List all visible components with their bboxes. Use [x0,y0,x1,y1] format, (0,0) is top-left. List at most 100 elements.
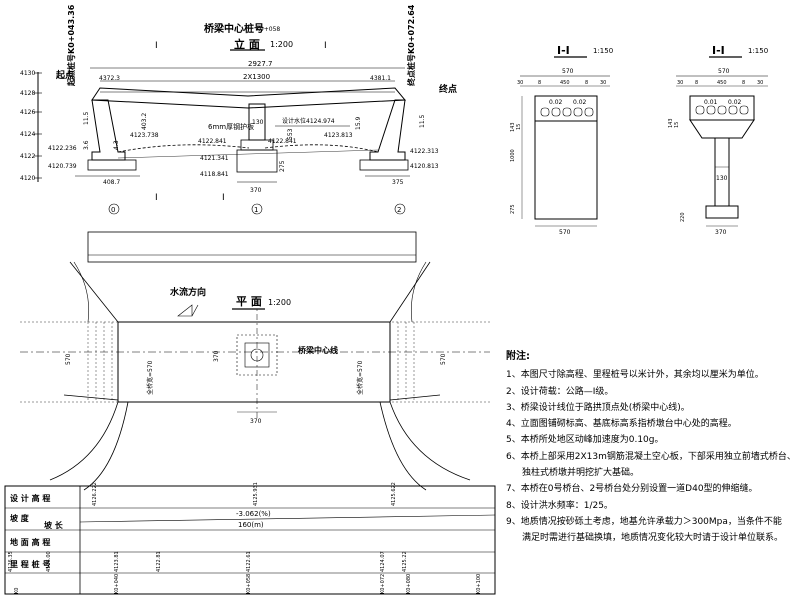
section-mark-top-left: I [155,41,158,51]
profile-row-grade-length: 坡 长 [44,520,64,530]
section-right-part-4: 30 [757,80,763,86]
section-left-part-4: 30 [600,80,606,86]
end-label: 终点 [438,83,457,95]
elevation-scale: 1:200 [270,40,293,49]
profile-station-5: K0+100 [476,574,482,594]
section-left-part-1: 8 [538,80,541,86]
plan-view: 平 面 1:200 水流方向 桥梁中心线 全桥宽=570 全桥宽=570 570… [20,231,490,491]
section-left-side-dim-1: 15 [516,124,522,130]
section-left-side-dim-0: 143 [510,122,516,132]
section-left-view: I-I 1:150 570 30 8 450 8 30 0.02 0.02 14… [510,44,613,236]
elev-level-4130: 4130 [20,70,35,77]
mid-elev-a: 4122.841 [198,138,227,145]
elev-level-4120: 4120 [20,175,35,182]
right-foot-elev-b: 4120.813 [410,163,439,170]
section-right-part-2: 450 [717,80,727,86]
section-right-col-width: 130 [716,175,728,182]
plan-top-road [87,231,417,263]
profile-grade-value: -3.062(%) [236,510,271,518]
profile-ground-1: 4126.00 [46,551,52,572]
pier-marker-1 [251,203,263,215]
notes-panel: 附注: 1、本图尺寸除高程、里程桩号以米计外，其余均以厘米为单位。 2、设计荷载… [506,349,796,547]
left-station-vertical: 起点桩号K0+043.36 [66,4,76,87]
pier-marker-2-label: 2 [397,206,401,214]
left-dim-a: 11.5 [83,111,90,125]
profile-ground-3: 4122.81 [156,551,162,572]
pier-marker-2 [394,203,406,215]
pier-footing [236,149,278,173]
left-foot-elev-a: 4122.236 [48,145,77,152]
note-item-7: 7、本桥在0号桥台、2号桥台处分别设置一道D40型的伸缩缝。 [506,484,758,495]
section-right-slope: 0.01 [704,99,718,106]
plan-pier-column [250,348,264,362]
plan-pier-footing [236,334,278,376]
profile-ground-2: 4123.81 [114,551,120,572]
profile-station-4: K0+080 [406,574,412,594]
profile-row-station: 里 程 桩 号 [10,559,50,569]
section-right-column [714,137,730,207]
section-left-slab [534,95,598,122]
section-right-part-1: 8 [695,80,698,86]
plan-width-dim-right: 570 [440,353,447,365]
pier-base-dim: 370 [250,187,262,194]
elev-level-4122: 4122 [20,153,35,160]
note-item-1: 1、本图尺寸除高程、里程桩号以米计外，其余均以厘米为单位。 [506,370,764,381]
profile-station-2: K0+058 [246,574,252,594]
section-right-total-width: 570 [718,68,730,75]
plan-bridge-deck [117,321,391,403]
pier-marker-1-label: 1 [254,206,258,214]
pier-top-elev: 4121.341 [200,155,229,162]
left-deck-elev: 4372.3 [99,75,120,82]
plan-center-line-label: 桥梁中心线 [298,345,338,355]
section-right-base-width: 370 [715,229,727,236]
elevation-heading-station: K0+058 [256,26,280,33]
profile-ground-6: 4125.22 [402,551,408,572]
plan-scale: 1:200 [268,298,291,307]
section-left-part-2: 450 [560,80,570,86]
right-lower-elev: 4123.813 [324,132,353,139]
left-abutment-footing [87,159,137,171]
section-left-title: I-I [557,44,570,57]
note-item-6: 6、本桥上部采用2X13m钢筋混凝土空心板，下部采用独立前墙式桥台、 [506,451,796,462]
plan-pier-cap [244,342,270,368]
start-label: 起点 [55,69,74,81]
elev-level-4126: 4126 [20,109,35,116]
left-foot-elev-b: 4120.739 [48,163,77,170]
mid-dim-a: 403.2 [141,113,148,130]
elevation-title: 立 面 [234,37,260,51]
section-right-base-dim: 220 [680,212,686,222]
profile-station-3: K0+072 [380,574,386,594]
section-right-view: I-I 1:150 570 30 8 450 8 30 0.01 0.02 13… [668,44,768,236]
pier-marker-0 [108,203,120,215]
profile-row-ground-elev: 地 面 高 程 [10,537,50,547]
plan-right-side-label: 全桥宽=570 [356,360,364,395]
elevation-heading: 桥梁中心桩号 [204,22,264,35]
profile-elev-0: 4126.222 [92,482,98,506]
note-item-2: 2、设计荷载：公路—Ⅰ级。 [506,386,614,397]
note-item-9: 9、地质情况按砂砾土考虑，地基允许承载力＞300Mpa，当条件不能 [506,516,782,527]
span-each-dim: 2X1300 [243,73,270,81]
profile-row-design-elev: 设 计 高 程 [10,493,50,503]
section-right-part-3: 8 [742,80,745,86]
section-right-side-dim-0: 143 [668,118,674,128]
note-item-3: 3、桥梁设计线位于路拱顶点处(桥梁中心线)。 [506,402,690,413]
left-base-dim: 408.7 [103,179,120,186]
elev-level-4128: 4128 [20,90,35,97]
pier-bot-elev: 4118.841 [200,171,229,178]
right-deck-elev: 4381.1 [370,75,391,82]
note-item-8: 8、设计洪水频率：1/25。 [506,500,613,511]
section-left-bottom-width: 570 [559,229,571,236]
elev-level-4124: 4124 [20,131,35,138]
left-lower-elev: 4123.738 [130,132,159,139]
plan-width-dim-left: 570 [65,353,72,365]
profile-ground-5: 4124.07 [380,551,386,572]
section-left-wall [534,120,598,220]
pier-col-dim: 130 [252,119,264,126]
span-total-dim: 2927.7 [248,60,273,68]
section-left-slope: 0.02 [549,99,563,106]
notes-title: 附注: [506,351,530,362]
pier-marker-0-label: 0 [111,206,115,214]
plan-title: 平 面 [236,295,262,308]
section-mark-bottom-left: I [155,193,158,203]
